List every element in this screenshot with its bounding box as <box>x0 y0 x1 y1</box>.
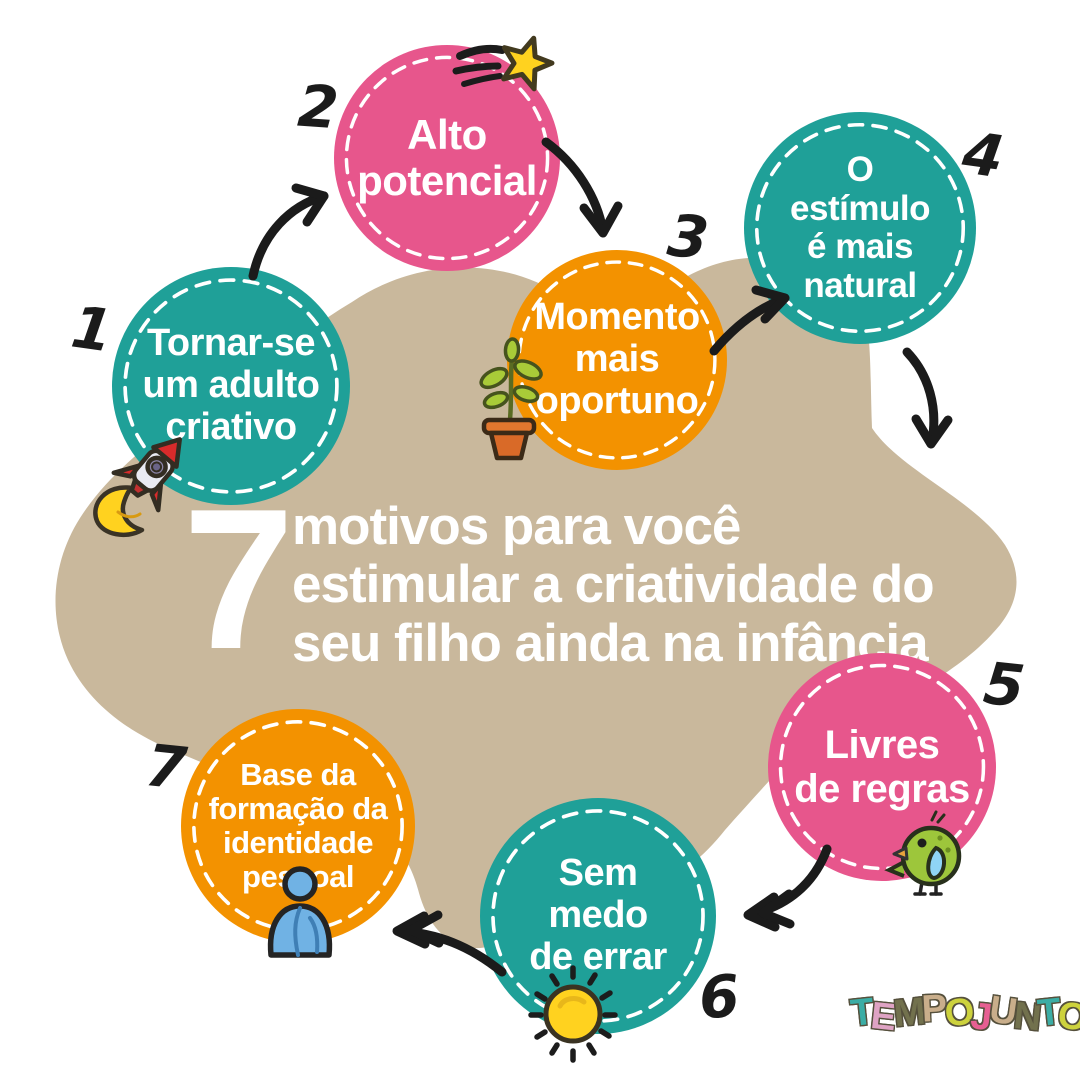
sun-icon <box>528 965 618 1063</box>
circle-2-label: Alto potencial <box>357 110 537 204</box>
step-number-3: 3 <box>664 201 712 273</box>
arrow-1-to-2 <box>248 183 329 281</box>
logo-letter: E <box>868 994 896 1040</box>
step-number-6: 6 <box>696 961 742 1033</box>
rocket-icon <box>93 437 182 538</box>
title-text: motivos para você estimular a criativida… <box>292 497 935 673</box>
step-number-2: 2 <box>295 71 341 143</box>
bird-icon <box>884 810 962 896</box>
circle-4-estimulo-mais-natural: O estímulo é mais natural <box>744 112 976 344</box>
shooting-star-icon <box>452 35 555 92</box>
step-number-7: 7 <box>142 731 190 803</box>
potted-plant-icon <box>479 337 543 461</box>
logo-letter: O <box>1056 994 1080 1040</box>
step-number-4: 4 <box>958 118 1008 192</box>
logo-letter: M <box>891 990 925 1036</box>
dashed-ring <box>754 122 966 334</box>
circle-4-label: O estímulo é mais natural <box>790 150 930 305</box>
step-number-5: 5 <box>980 649 1028 721</box>
circle-2-alto-potencial: Alto potencial <box>334 45 560 271</box>
arrow-4-to-5 <box>902 347 953 449</box>
logo-letter: P <box>920 987 946 1031</box>
step-number-1: 1 <box>67 292 117 366</box>
logo-letter: O <box>942 990 974 1036</box>
person-icon <box>267 866 333 958</box>
